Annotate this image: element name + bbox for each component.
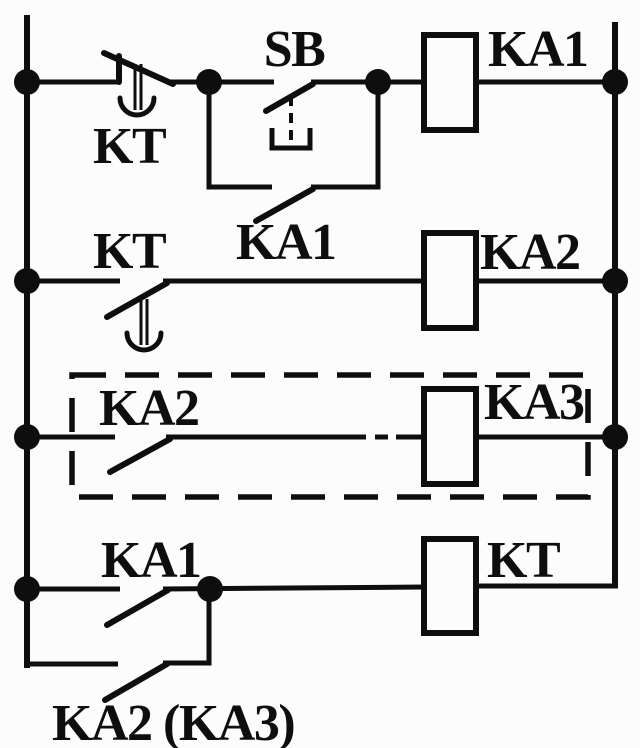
junction-dot xyxy=(14,69,40,95)
junction-dot xyxy=(602,69,628,95)
rung-4: KA1 KT KA2 (KA3) xyxy=(14,532,618,748)
pushbutton-cap-icon xyxy=(269,128,313,151)
junction-dot xyxy=(602,424,628,450)
ka2-ka3-contact-label: KA2 (KA3) xyxy=(52,695,294,748)
kt-coil xyxy=(421,536,479,636)
kt-nc-timed-contact xyxy=(101,50,176,118)
ka3-coil xyxy=(421,386,479,487)
contact-blade xyxy=(102,661,170,703)
contact-blade xyxy=(104,587,171,628)
ka1-contact-label: KA1 xyxy=(101,532,201,589)
ka1-no-contact xyxy=(104,587,171,628)
branch-wire-left xyxy=(206,82,272,190)
ka3-coil-label: KA3 xyxy=(484,374,584,431)
junction-dot xyxy=(602,268,628,294)
branch-wire-right xyxy=(163,589,212,666)
branch-wire-right xyxy=(311,82,381,190)
contact-blade xyxy=(107,436,173,475)
ka1-holding-contact-label: KA1 xyxy=(236,214,336,271)
junction-dot xyxy=(365,69,391,95)
time-delay-icon xyxy=(124,299,164,353)
ka1-coil-label: KA1 xyxy=(488,21,588,78)
ka2-contact-label: KA2 xyxy=(99,380,199,437)
ka2-no-contact xyxy=(107,436,173,475)
rung-2: KT KA2 xyxy=(14,223,628,353)
kt-coil-label: KT xyxy=(487,532,560,589)
junction-dot xyxy=(14,576,40,602)
sb-label: SB xyxy=(264,21,325,78)
ka1-holding-contact-branch xyxy=(206,82,381,224)
rung-1: SB KA1 KT KA1 xyxy=(14,21,628,271)
sb-pushbutton-contact xyxy=(263,81,316,151)
time-delay-icon xyxy=(117,64,157,118)
junction-dot xyxy=(196,69,222,95)
kt-contact-label: KT xyxy=(93,118,166,175)
junction-dot xyxy=(14,424,40,450)
junction-dot xyxy=(14,268,40,294)
ka2-coil xyxy=(421,230,479,331)
ka2-ka3-parallel-contact-branch xyxy=(27,589,212,703)
rung-3: KA2 KA3 xyxy=(14,372,628,500)
contact-blade xyxy=(104,280,170,320)
ka1-coil xyxy=(421,32,479,133)
contact-blade xyxy=(101,50,176,87)
ka2-coil-label: KA2 xyxy=(480,224,580,281)
kt-contact-label: KT xyxy=(93,223,166,280)
kt-no-timed-contact xyxy=(104,280,170,353)
ka1-contact-blade xyxy=(253,186,316,224)
junction-dot xyxy=(197,576,223,602)
